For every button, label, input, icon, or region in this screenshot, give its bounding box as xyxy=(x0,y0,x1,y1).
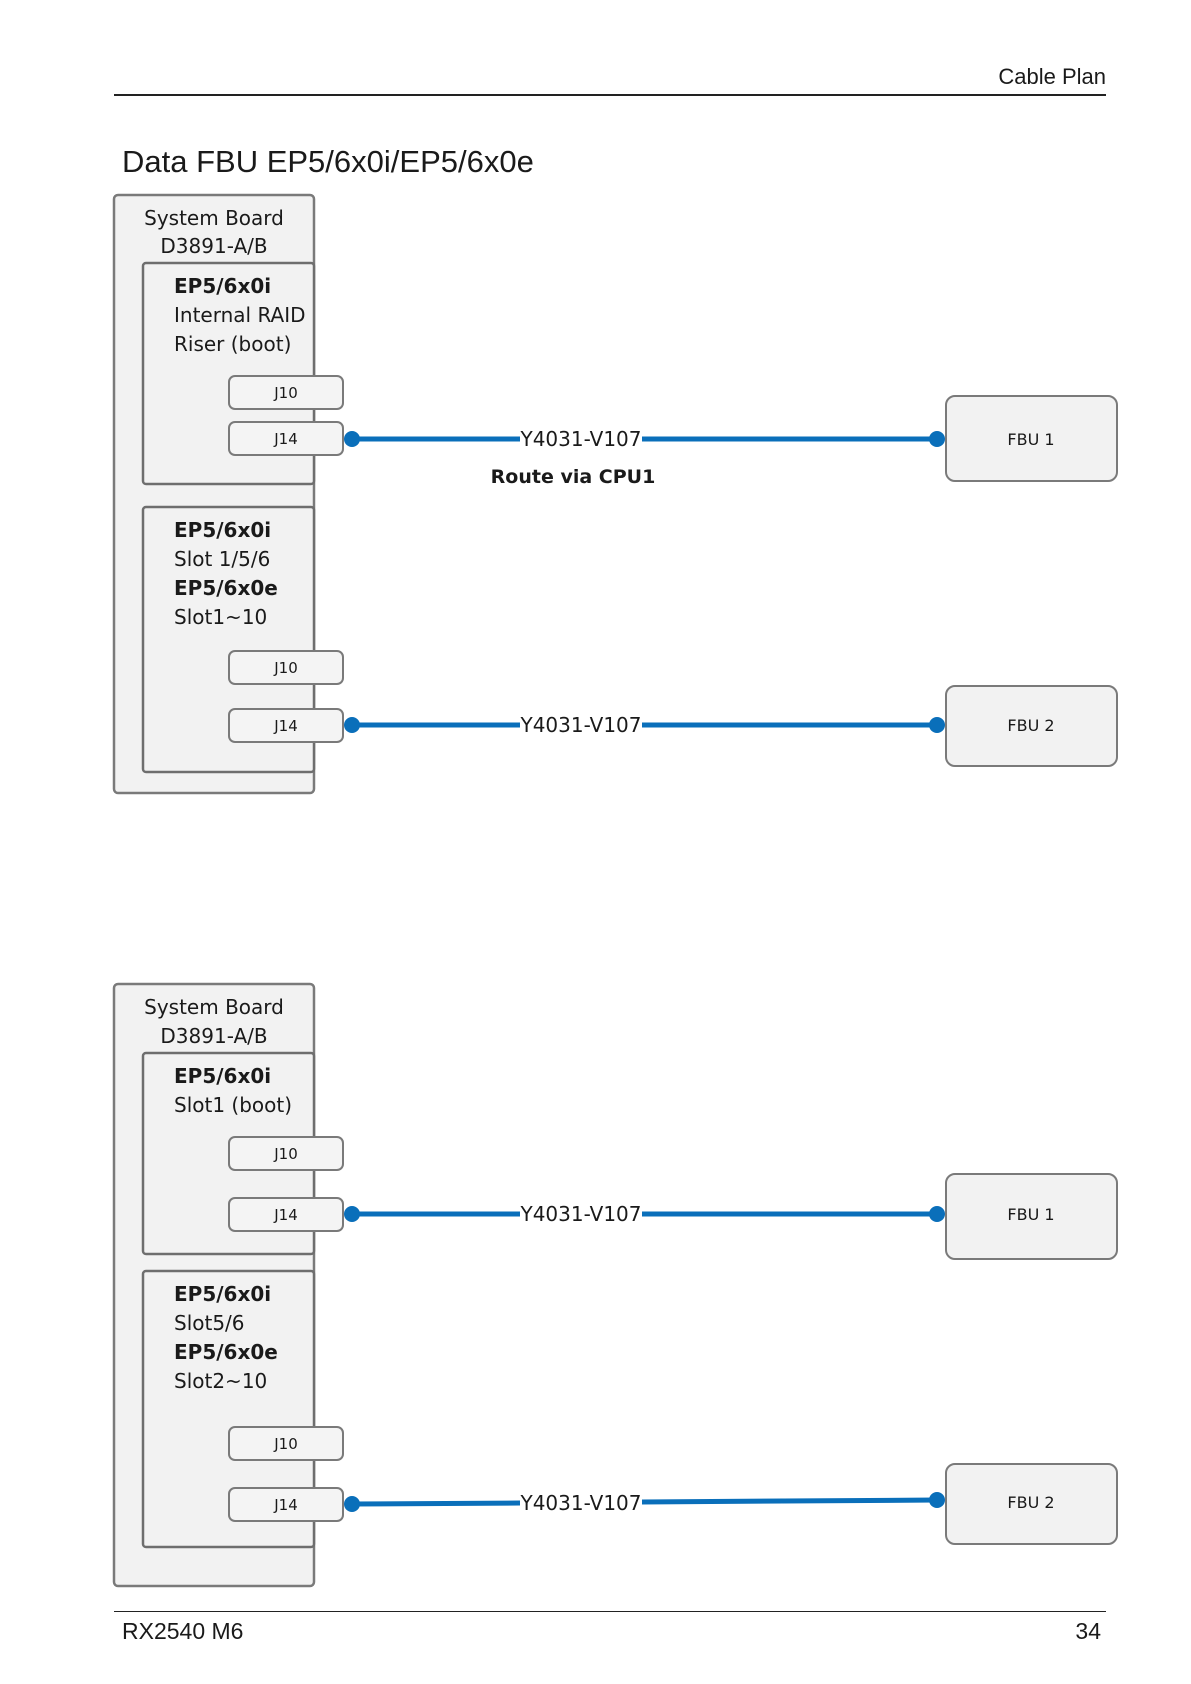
cable-endpoint xyxy=(929,717,945,733)
connector-j10-label: J10 xyxy=(273,384,298,402)
connector-j14 xyxy=(228,708,344,743)
riser-title: EP5/6x0e xyxy=(174,576,278,600)
connector-j14-label: J14 xyxy=(273,1206,298,1224)
connector-j10-label: J10 xyxy=(273,1145,298,1163)
cable-endpoint xyxy=(929,431,945,447)
cable-endpoint xyxy=(344,1496,360,1512)
connector-j14-label: J14 xyxy=(273,717,298,735)
cable-line xyxy=(351,1497,938,1507)
connector-j10 xyxy=(228,1136,344,1171)
riser-title: EP5/6x0e xyxy=(174,1340,278,1364)
cable-label: Y4031-V107 xyxy=(519,427,641,451)
page-number: 34 xyxy=(1075,1618,1101,1644)
riser-desc: Slot1~10 xyxy=(174,605,267,629)
page-title: Data FBU EP5/6x0i/EP5/6x0e xyxy=(122,144,534,179)
route-note: Route via CPU1 xyxy=(491,466,656,488)
riser-desc: Slot2~10 xyxy=(174,1369,267,1393)
riser-title: EP5/6x0i xyxy=(174,1064,271,1088)
diagram-2: System Board D3891-A/B EP5/6x0i Slot1 (b… xyxy=(112,982,1118,1588)
fbu-box xyxy=(945,685,1118,767)
cable-label-bg xyxy=(520,425,642,453)
connector-j14-label: J14 xyxy=(273,430,298,448)
diagram-1: System Board D3891-A/B EP5/6x0i Internal… xyxy=(112,193,1118,795)
cable-label-bg xyxy=(520,711,642,739)
riser-desc: Slot 1/5/6 xyxy=(174,547,270,571)
cable-label: Y4031-V107 xyxy=(519,1491,641,1515)
fbu-box xyxy=(945,1463,1118,1545)
cable-endpoint xyxy=(929,1206,945,1222)
section-title: Cable Plan xyxy=(998,64,1106,89)
cable-endpoint xyxy=(929,1492,945,1508)
riser-desc: Slot1 (boot) xyxy=(174,1093,292,1117)
cable-label: Y4031-V107 xyxy=(519,1202,641,1226)
connector-j14 xyxy=(228,1197,344,1232)
cable-endpoint xyxy=(344,717,360,733)
riser-desc: Slot5/6 xyxy=(174,1311,245,1335)
riser-box xyxy=(141,505,316,774)
riser-desc: Riser (boot) xyxy=(174,332,291,356)
footer-rule xyxy=(114,1611,1106,1612)
connector-j10-label: J10 xyxy=(273,1435,298,1453)
riser-box xyxy=(141,1269,316,1549)
riser-desc: Internal RAID xyxy=(174,303,306,327)
cable-label-bg xyxy=(520,1200,642,1228)
riser-title: EP5/6x0i xyxy=(174,518,271,542)
connector-j10 xyxy=(228,1426,344,1461)
connector-j14 xyxy=(228,1487,344,1522)
connector-j14-label: J14 xyxy=(273,1496,298,1514)
footer-model: RX2540 M6 xyxy=(122,1618,244,1644)
cable-endpoint xyxy=(344,1206,360,1222)
fbu-box xyxy=(945,395,1118,482)
connector-j14 xyxy=(228,421,344,456)
fbu-label: FBU 1 xyxy=(1007,1205,1054,1224)
system-board-label: System Board xyxy=(144,206,284,230)
connector-j10 xyxy=(228,375,344,410)
fbu-box xyxy=(945,1173,1118,1260)
fbu-label: FBU 1 xyxy=(1007,430,1054,449)
cable-endpoint xyxy=(344,431,360,447)
system-board-id: D3891-A/B xyxy=(160,234,267,258)
connector-j10-label: J10 xyxy=(273,659,298,677)
header-rule xyxy=(114,94,1106,96)
fbu-label: FBU 2 xyxy=(1007,716,1054,735)
cable-label: Y4031-V107 xyxy=(519,713,641,737)
riser-title: EP5/6x0i xyxy=(174,1282,271,1306)
connector-j10 xyxy=(228,650,344,685)
fbu-label: FBU 2 xyxy=(1007,1493,1054,1512)
system-board-label: System Board xyxy=(144,995,284,1019)
system-board-id: D3891-A/B xyxy=(160,1024,267,1048)
riser-title: EP5/6x0i xyxy=(174,274,271,298)
